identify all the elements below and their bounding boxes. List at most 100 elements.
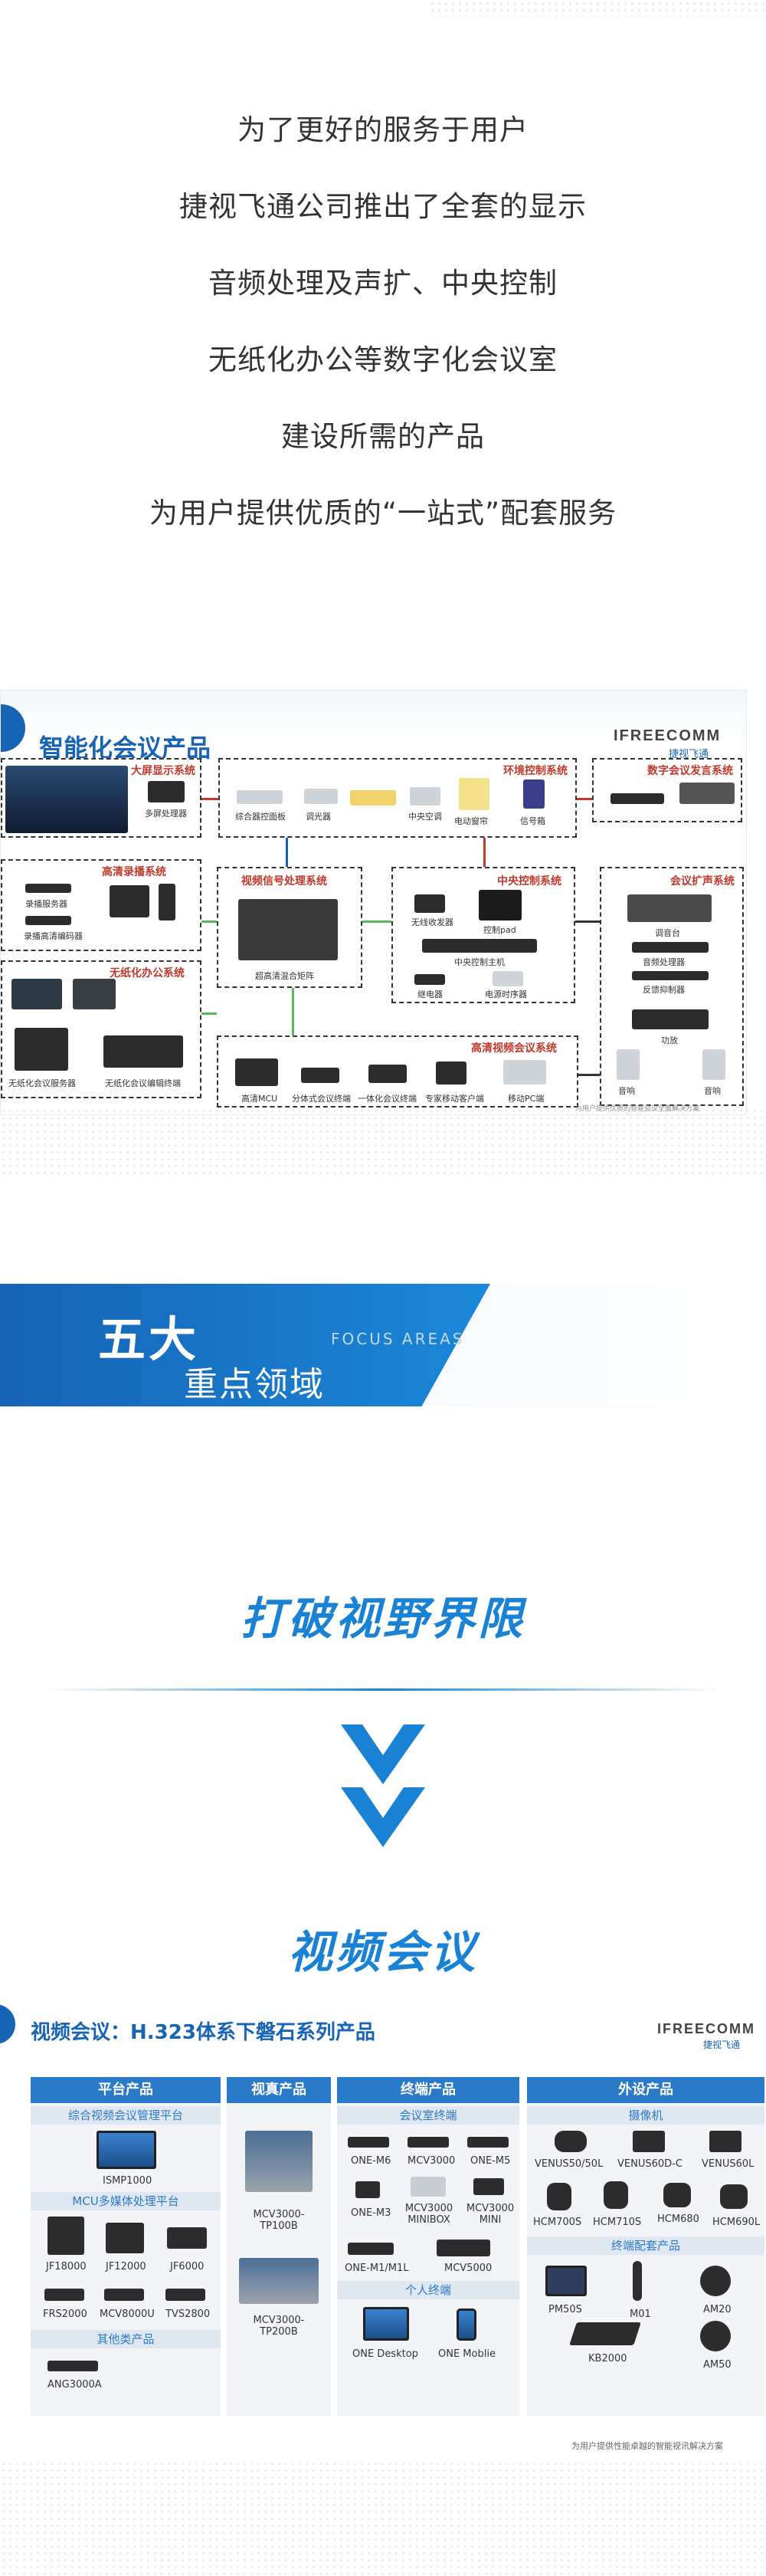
mini-image (473, 2178, 504, 2195)
record-tower-image (159, 884, 175, 920)
ang3000a-image (47, 2361, 98, 2371)
label-curtain: 电动窗帘 (454, 816, 488, 826)
power-sequencer-image (493, 971, 523, 986)
label-hd-record: 高清录播系统 (102, 866, 166, 878)
record-encoder-image (25, 916, 71, 925)
dots-decoration-bottom (0, 2460, 766, 2576)
connector-red-v (483, 838, 486, 867)
label-mobile-pc: 移动PC端 (508, 1094, 545, 1104)
tablet-image (11, 979, 62, 1009)
column-peripheral: 外设产品 摄像机 VENUS50/50L VENUS60D-C VENUS60L… (527, 2077, 764, 2416)
product-mini: MCV3000 MINI (466, 2203, 515, 2226)
one-desktop-image (363, 2307, 409, 2341)
product-mcv8000u: MCV8000U (100, 2309, 155, 2320)
label-dimmer: 调光器 (306, 812, 331, 822)
audio-processor-image (632, 942, 709, 953)
paperless-terminal-image (103, 1035, 183, 1068)
product-hcm680: HCM680 (657, 2213, 699, 2225)
relay-image (414, 974, 445, 985)
intro-text-block: 为了更好的服务于用户 捷视飞通公司推出了全套的显示 音频处理及声扩、中央控制 无… (0, 92, 766, 552)
mcv3000-image (408, 2137, 449, 2148)
dimmer-image (304, 789, 338, 804)
venus60d-image (633, 2131, 665, 2152)
column-platform: 平台产品 综合视频会议管理平台 ISMP1000 MCU多媒体处理平台 JF18… (31, 2077, 221, 2416)
speaker-left-image (617, 1049, 640, 1080)
label-central-control: 中央控制系统 (497, 875, 561, 888)
product-venus60l: VENUS60L (702, 2158, 755, 2170)
box-video-signal: 视频信号处理系统 超高清混合矩阵 (217, 867, 362, 988)
brand-logo: IFREECOMM (614, 727, 722, 744)
minibox-image (411, 2177, 446, 2197)
label-hd-matrix: 超高清混合矩阵 (255, 971, 314, 981)
label-central-host: 中央控制主机 (454, 957, 505, 967)
hcm690l-image (720, 2184, 748, 2209)
top-dots-decoration (429, 0, 766, 17)
mixer-image (627, 894, 712, 922)
peripheral-sub-accessory: 终端配套产品 (527, 2236, 764, 2255)
mcv5000-image (437, 2240, 490, 2256)
label-feedback: 反馈抑制器 (643, 985, 685, 995)
paperless-server-image (15, 1028, 68, 1071)
amplifier-image (632, 1009, 709, 1029)
box-large-display: 大屏显示系统 多屏处理器 (1, 758, 201, 838)
intro-line-5: 建设所需的产品 (281, 420, 485, 453)
label-sensor: 信号箱 (520, 816, 545, 826)
frs2000-image (44, 2289, 84, 2301)
product-jf6000: JF6000 (170, 2261, 205, 2272)
label-conf-sound: 会议扩声系统 (670, 875, 735, 888)
control-room-image (5, 766, 128, 833)
brand-logo-2: IFREECOMM (657, 2021, 755, 2036)
dots-decoration-1 (0, 1108, 766, 1176)
label-integrated-terminal: 一体化会议终端 (358, 1094, 417, 1104)
product-mcv3000: MCV3000 (408, 2155, 456, 2167)
label-speaker-left: 音响 (618, 1086, 635, 1096)
label-power-sequencer: 电源时序器 (485, 989, 527, 999)
product-one-m3: ONE-M3 (351, 2207, 391, 2219)
microphone-units-image (679, 783, 735, 804)
one-m3-image (355, 2181, 380, 2198)
client-image (436, 1062, 466, 1085)
gradient-divider (46, 1688, 720, 1691)
hcm700s-image (547, 2183, 571, 2210)
product-one-desktop: ONE Desktop (352, 2348, 418, 2360)
double-chevron-down-icon (341, 1724, 425, 1847)
platform-sub-mcu: MCU多媒体处理平台 (31, 2192, 221, 2210)
diagram-title: 智能化会议产品 (39, 733, 211, 763)
box-hd-video-conf: 高清视频会议系统 高清MCU 分体式会议终端 一体化会议终端 专家移动客户端 移… (217, 1035, 578, 1108)
label-ac: 中央空调 (408, 812, 442, 822)
section-title-video-conf: 视频会议 (287, 1926, 478, 1978)
tablet-image-2 (73, 979, 116, 1009)
one-mobile-image (457, 2309, 476, 2341)
label-paperless-server: 无纸化会议服务器 (8, 1078, 76, 1088)
banner-sub-text: 重点领域 (184, 1365, 325, 1404)
platform-sub-other: 其他类产品 (31, 2330, 221, 2348)
terminal-sub-personal: 个人终端 (337, 2281, 519, 2299)
label-split-terminal: 分体式会议终端 (292, 1094, 351, 1104)
product-hcm700s: HCM700S (533, 2217, 582, 2228)
conf-host-image (611, 793, 664, 804)
product-hcm710s: HCM710S (593, 2217, 642, 2228)
one-m1-image (348, 2243, 394, 2255)
label-client: 专家移动客户端 (425, 1094, 484, 1104)
column-room: 视真产品 MCV3000-TP100B MCV3000-TP200B (227, 2077, 331, 2416)
product-kb2000: KB2000 (588, 2353, 627, 2364)
label-paperless: 无纸化办公系统 (110, 967, 185, 980)
wireless-transceiver-image (414, 894, 445, 913)
jf6000-image (167, 2227, 207, 2249)
banner-blue-shape (0, 1284, 490, 1406)
brand-logo-sub: 捷视飞通 (669, 749, 709, 760)
product-one-mobile: ONE Moblie (438, 2348, 496, 2360)
tvs2800-image (165, 2289, 205, 2301)
one-m6-image (348, 2137, 389, 2148)
diagram2-title-badge (0, 2004, 15, 2044)
label-mixer: 调音台 (655, 928, 680, 938)
connector-red-1 (201, 798, 218, 800)
record-pc-image (110, 885, 149, 917)
product-minibox: MCV3000 MINIBOX (404, 2203, 453, 2226)
label-relay: 继电器 (417, 989, 443, 999)
mobile-pc-image (503, 1060, 546, 1085)
sensor-box-image (523, 779, 545, 809)
intro-line-1: 为了更好的服务于用户 (237, 113, 529, 146)
column-platform-head: 平台产品 (31, 2077, 221, 2103)
matrix-panel-image (237, 790, 283, 804)
